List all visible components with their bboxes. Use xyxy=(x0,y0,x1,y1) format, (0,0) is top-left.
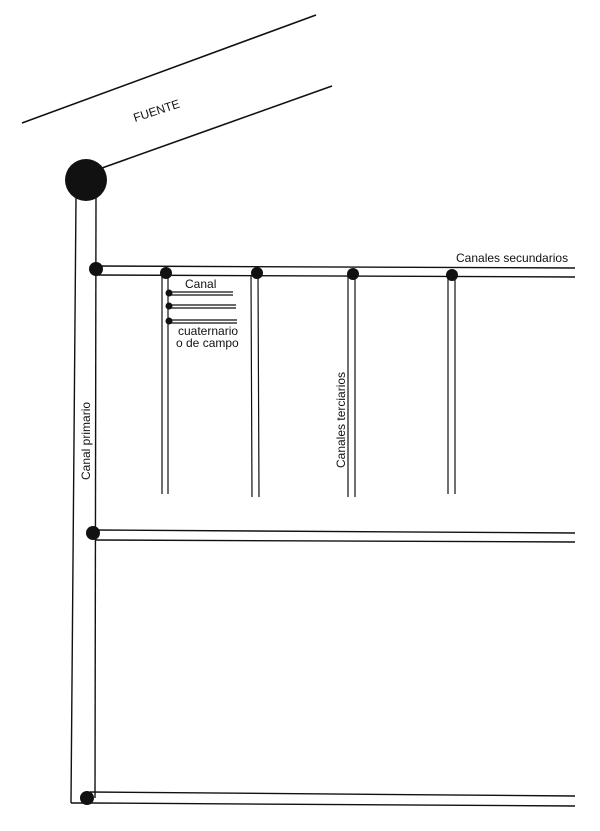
river-bank-upper xyxy=(21,14,317,124)
quaternary-label-line1: Canal xyxy=(185,277,216,291)
quaternary-node-2 xyxy=(165,302,173,310)
secondary-canal-2 xyxy=(94,529,576,543)
intake-node xyxy=(65,159,107,201)
secondary-canals-label: Canales secundarios xyxy=(456,251,568,265)
quaternary-canals xyxy=(169,291,237,324)
primary-canal xyxy=(70,197,97,804)
tertiary-node-4 xyxy=(446,269,458,281)
tertiary-canals-label: Canales terciarios xyxy=(334,372,348,468)
quaternary-label-line3: o de campo xyxy=(176,336,239,350)
quaternary-node-3 xyxy=(165,317,173,325)
source-label: FUENTE xyxy=(132,97,182,125)
primary-canal-label: Canal primario xyxy=(79,402,93,480)
tertiary-node-2 xyxy=(251,267,263,279)
junction-node xyxy=(80,791,94,805)
secondary-canal-3 xyxy=(89,791,576,807)
junction-node xyxy=(89,262,103,276)
junction-node xyxy=(86,526,100,540)
secondary-canal-1 xyxy=(95,265,576,278)
quaternary-label-line2: cuaternario xyxy=(178,324,238,338)
tertiary-node-3 xyxy=(347,268,359,280)
river-bank-lower xyxy=(101,85,333,169)
source-river xyxy=(21,14,333,169)
tertiary-node-1 xyxy=(160,267,172,279)
tertiary-canals xyxy=(161,274,456,498)
quaternary-node-1 xyxy=(165,289,173,297)
